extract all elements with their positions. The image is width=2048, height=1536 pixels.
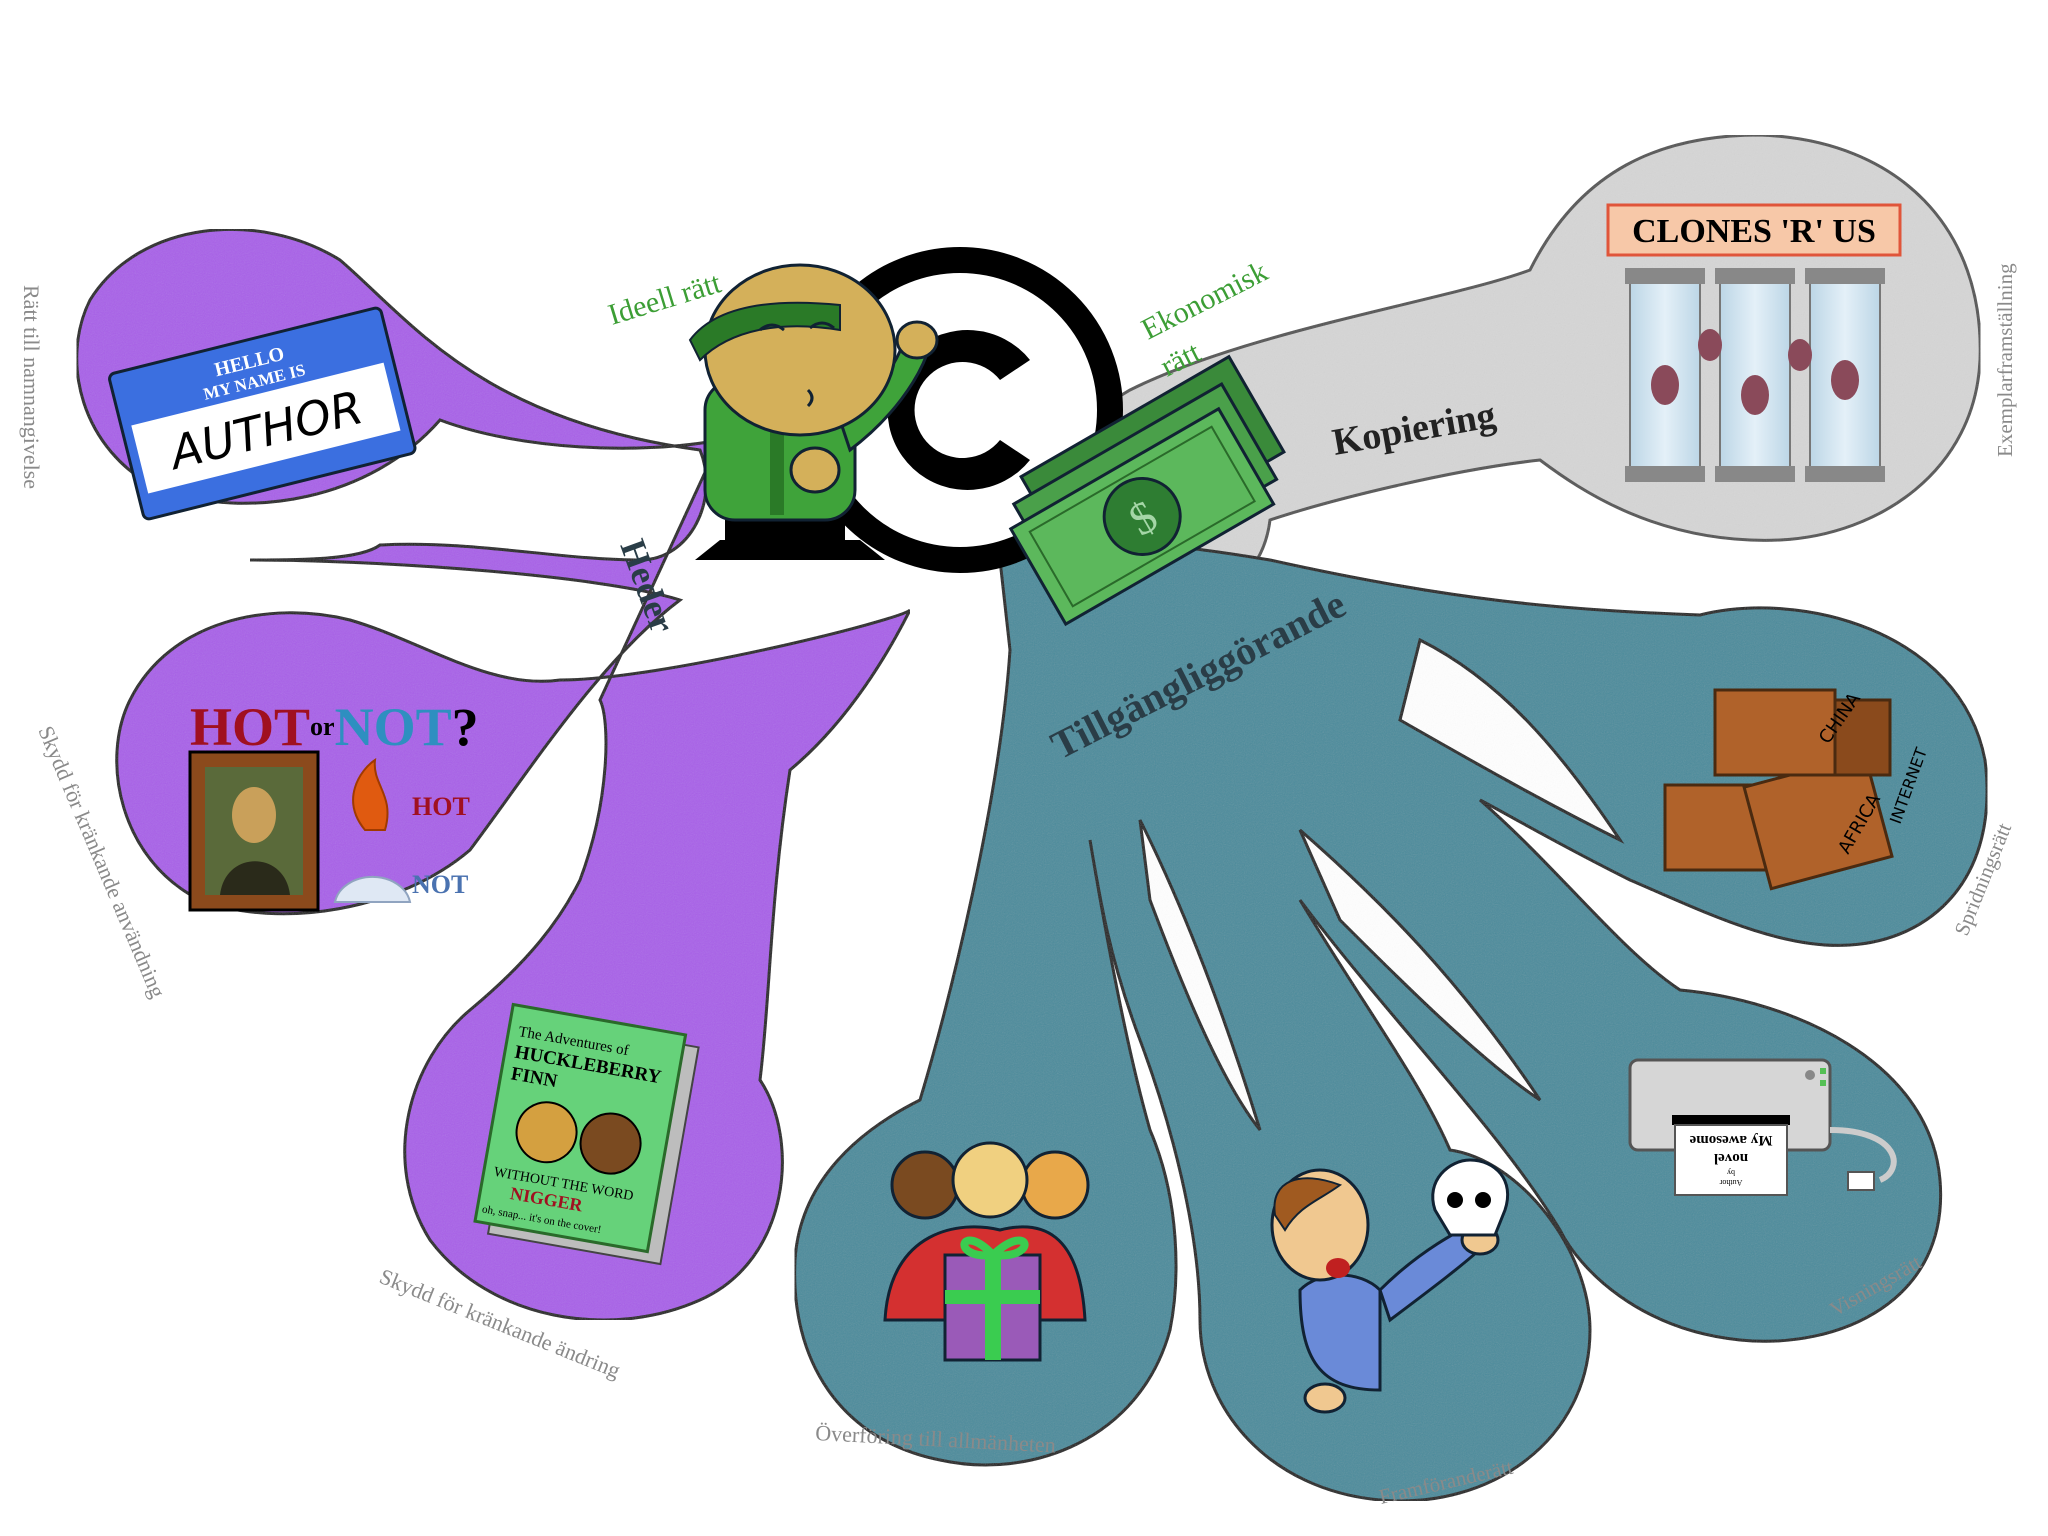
fire-icon <box>352 757 389 831</box>
laughing-face-2-icon <box>579 1112 642 1175</box>
author-character-icon <box>688 263 939 560</box>
clones-sign-text: CLONES 'R' US <box>1632 213 1876 250</box>
power-cable <box>1829 1127 1897 1183</box>
gap-2 <box>1298 828 1542 1102</box>
mona-lisa-face-icon <box>232 787 276 843</box>
hot-or-not-graphic: HOTorNOT? HOT NOT <box>188 697 479 912</box>
printed-paper <box>1674 1124 1788 1196</box>
tillganglig-shape <box>793 539 1989 1503</box>
book-icon: The Adventures of HUCKLEBERRY FINN WITHO… <box>473 1002 700 1266</box>
shipping-boxes-icon: CHINA AFRICA INTERNET <box>1663 688 1931 891</box>
label-namn: Rätt till namnangivelse <box>19 285 44 489</box>
money-icon: $ <box>1008 354 1286 627</box>
label-exemplar: Exemplarframställning <box>1993 263 2017 457</box>
question-mark: ? <box>452 697 479 757</box>
printer-icon: Author by novel My awesome <box>1628 1058 1897 1196</box>
face-2-icon <box>951 1141 1029 1219</box>
clones-sign <box>1606 203 1902 257</box>
paper-line4: Author <box>1719 1178 1742 1187</box>
gap-3 <box>1138 819 1262 1131</box>
not-label: NOT <box>412 870 468 899</box>
label-ekonomisk-1: Ekonomisk <box>1136 255 1273 346</box>
performer-skull-icon <box>1270 1158 1510 1414</box>
paper-line1: My awesome <box>1689 1132 1772 1148</box>
paper-line3: by <box>1727 1168 1735 1177</box>
hot-word: HOT <box>190 697 310 757</box>
svg-text:HOTorNOT?: HOTorNOT? <box>190 697 479 757</box>
paper-line2: novel <box>1714 1150 1748 1166</box>
nametag-icon: HELLO MY NAME IS AUTHOR <box>108 306 417 521</box>
face-3-icon <box>1020 1150 1090 1220</box>
laughing-face-1-icon <box>515 1101 578 1164</box>
gap-1 <box>1398 637 1625 844</box>
or-word: or <box>310 712 335 741</box>
not-word: NOT <box>335 697 452 757</box>
power-plug-icon <box>1847 1171 1875 1191</box>
clone-tubes-icon <box>1625 268 1885 482</box>
label-ideell: Ideell rätt <box>604 266 725 332</box>
igloo-icon <box>333 875 412 903</box>
face-1-icon <box>890 1150 960 1220</box>
hot-label: HOT <box>412 792 470 821</box>
clones-graphic: CLONES 'R' US <box>1606 203 1902 482</box>
skull-icon <box>1431 1158 1510 1237</box>
tillganglig-branch <box>793 539 1989 1503</box>
copyright-c <box>887 330 1030 490</box>
crowd-gift-icon <box>883 1141 1090 1362</box>
